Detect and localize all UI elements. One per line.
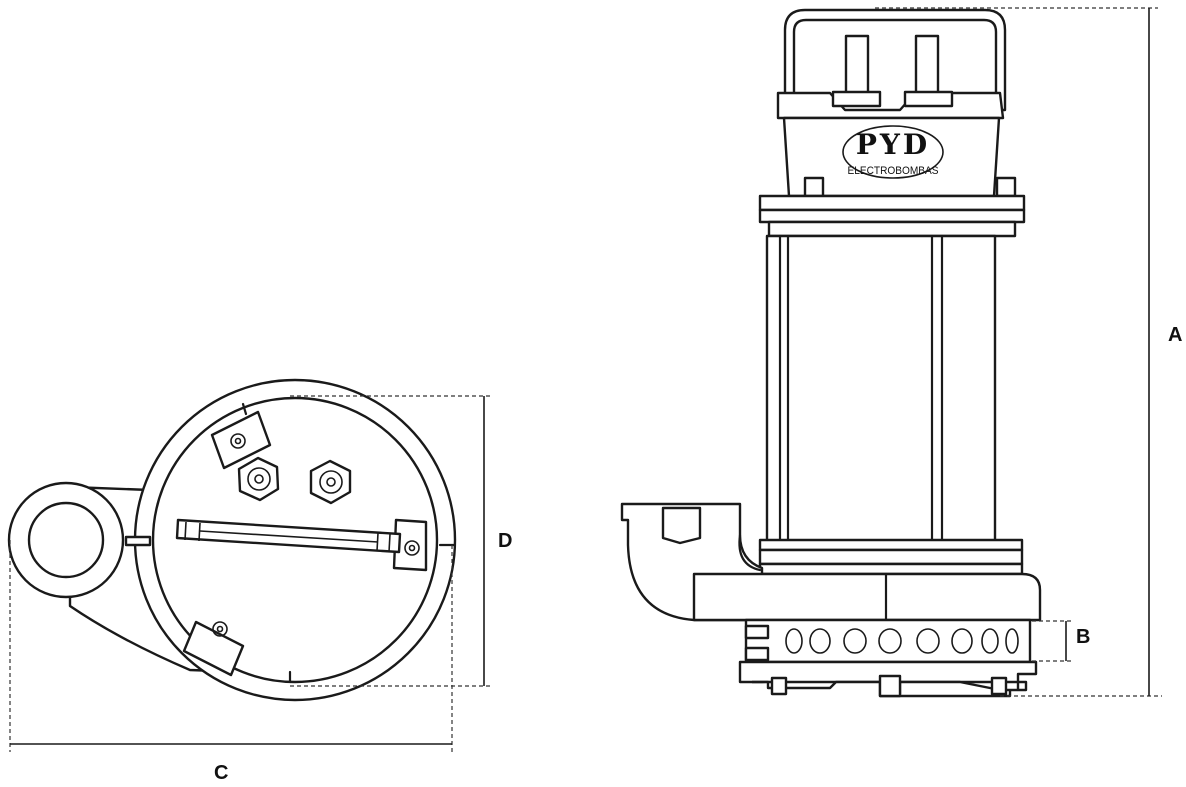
bolt-icon [212, 621, 228, 637]
cable-gland-icon [326, 477, 336, 487]
volute-casing [692, 572, 1042, 622]
upper-flange [758, 194, 1026, 212]
bolt-icon [234, 437, 242, 445]
base-plate [738, 660, 1038, 684]
bolt-icon [230, 433, 246, 449]
cable-gland-hex-icon [309, 459, 352, 505]
lower-flange-top [758, 538, 1024, 552]
upper-flange-ring [758, 208, 1026, 224]
foot-bolt [990, 676, 1008, 696]
foot-bolt [770, 676, 788, 696]
cable-nut [831, 90, 882, 108]
motor-body [765, 234, 997, 550]
pump-top-view [7, 378, 457, 702]
elbow-inner-curve [738, 533, 762, 572]
lower-flange [758, 548, 1024, 566]
flange-bolt [995, 176, 1017, 198]
lower-clamp [182, 620, 245, 677]
motor-cap [776, 91, 1005, 120]
upper-flange-lip [767, 220, 1017, 238]
handle-end [388, 533, 391, 553]
handle-end [198, 522, 201, 542]
flange-bolt [803, 176, 825, 198]
cable-nut [903, 90, 954, 108]
lower-flange-ring [758, 562, 1024, 576]
brand-logo-text: PYD [855, 128, 931, 161]
strainer-lug [744, 646, 770, 662]
cable-gland-hex-icon [237, 456, 280, 502]
pump-side-view [620, 8, 1042, 698]
rim-lug [124, 535, 152, 547]
cable-entry [844, 34, 870, 100]
bolt-icon [408, 544, 416, 552]
dimension-b [1032, 620, 1072, 662]
dimension-label-c: C [214, 762, 229, 784]
dimension-a [875, 7, 1162, 697]
brand-subtitle: ELECTROBOMBAS [847, 165, 939, 177]
strainer-lug [744, 624, 770, 640]
dimension-d [290, 395, 490, 687]
strainer-holes [785, 628, 1019, 654]
handle-center-line [199, 530, 379, 543]
foot-bolt [878, 674, 902, 698]
rim-tick [241, 402, 248, 416]
cable-gland-icon [247, 467, 271, 491]
elbow-inner-port [661, 506, 702, 545]
cable-gland-icon [254, 474, 264, 484]
dimension-label-a: A [1168, 324, 1183, 346]
dimension-c [9, 540, 453, 752]
bolt-icon [404, 540, 420, 556]
cable-gland-icon [319, 470, 343, 494]
handle-end [184, 521, 187, 541]
dimension-label-d: D [498, 530, 513, 552]
base-feet [752, 680, 1028, 698]
brand-logo-oval [842, 125, 944, 179]
bolt-icon [216, 625, 224, 633]
outlet-bore [27, 501, 105, 579]
dimension-label-b: B [1076, 626, 1091, 648]
cable-entry [914, 34, 940, 100]
suction-strainer [744, 618, 1032, 664]
